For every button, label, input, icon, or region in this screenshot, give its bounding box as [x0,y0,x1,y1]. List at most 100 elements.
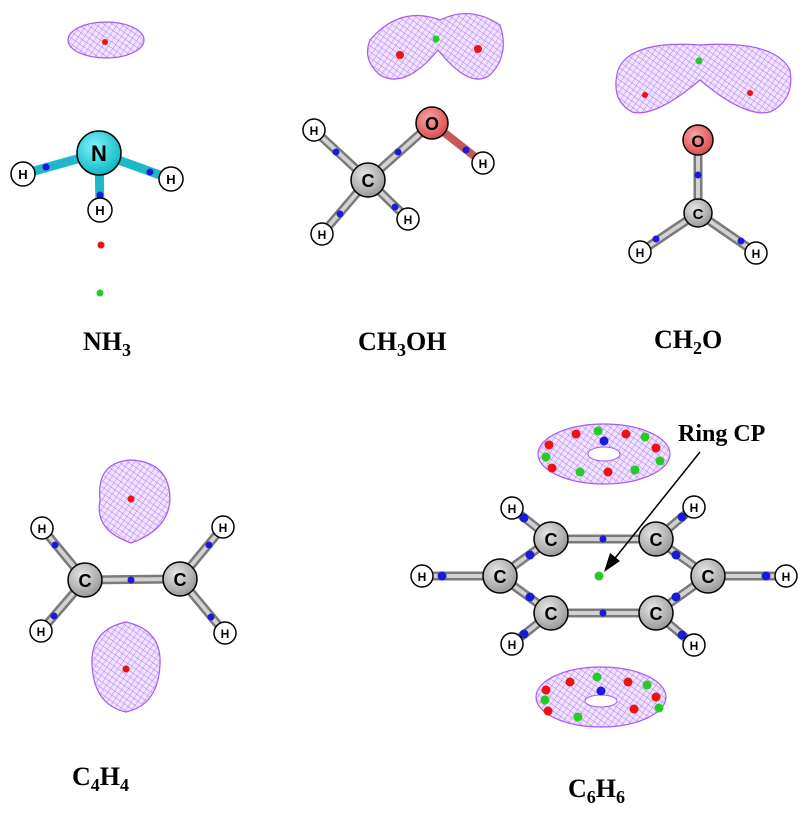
c4h4-atom-h-label: H [37,625,46,639]
nh3-atom-h-label: H [18,167,27,182]
ch3oh-atom-h [302,118,326,142]
c6h6-atom-c [638,595,674,631]
c6h6-cp-green [642,680,652,690]
nh3-atom-h-label: H [166,172,175,187]
c6h6-cp-green [592,672,602,682]
c6h6-cp-green [593,426,603,436]
c6h6-atom-c-label: C [545,604,558,624]
ch2o-atom-h [628,240,652,264]
c6h6-bond-cp [599,535,607,543]
ring-cp-arrow [611,451,701,563]
c4h4-atom-h [213,621,237,645]
ch3oh-lone-pair-basin [367,12,504,80]
c6h6-atom-h [500,496,524,520]
c4h4-atom-h [30,516,54,540]
c6h6-bond-cp [525,592,535,602]
c6h6-atom-h [410,564,434,588]
ch2o-formula: CH2O [654,325,722,358]
c6h6-cp-red [541,685,551,695]
ch2o-bond-cp [737,237,745,245]
c6h6-cp-red [544,440,554,450]
c6h6-atom-c [690,558,726,594]
c6h6-molecule: H H H H H H C C C C C C [410,421,798,807]
ch3oh-bond-cp [332,148,340,156]
c6h6-cp-green [541,452,551,462]
ch3oh-atom-c-label: C [362,171,375,191]
nh3-bond-cp [146,168,154,176]
c6h6-atom-h-label: H [508,502,517,516]
c6h6-bond-cp [671,550,681,560]
nh3-formula: NH3 [83,327,131,360]
c6h6-bond-cp [677,630,687,640]
c4h4-formula: C4H4 [72,762,129,795]
ch3oh-bond-cp [394,148,402,156]
nh3-cp-red [97,241,105,249]
c6h6-atom-h [682,633,706,657]
ch3oh-atom-h-label: H [310,124,319,138]
c4h4-atom-h-label: H [221,627,230,641]
nh3-atom-h-label: H [95,203,104,218]
ch3oh-cp-red [474,45,482,53]
ch3oh-atom-h-label: H [404,213,413,227]
c6h6-bond-cp [677,512,687,522]
ch3oh-cp-red [396,51,404,59]
nh3-cp-green [96,289,104,297]
c4h4-atom-c [162,561,198,597]
c6h6-cp-red [623,677,633,687]
c6h6-atom-h [682,495,706,519]
ch3oh-atom-h [310,222,334,246]
c6h6-basin-bottom-hole [584,694,618,708]
ch2o-atom-h-label: H [752,247,761,261]
c6h6-atom-h-label: H [782,570,791,584]
nh3-bond-cp [42,163,50,171]
c6h6-atom-c-label: C [545,530,558,550]
c6h6-atom-c [533,521,569,557]
ch2o-bond-cp [652,235,660,243]
ch3oh-atom-o-label: O [425,114,439,134]
nh3-atom-h [87,197,113,223]
c6h6-cp-red [571,429,581,439]
nh3-lone-pair-cp [102,39,108,45]
ch2o-atom-h-label: H [636,246,645,260]
ch3oh-atom-h [396,207,420,231]
c6h6-cp-red [543,706,553,716]
c6h6-cp-green [575,467,585,477]
ch3oh-atom-h [471,151,495,175]
ch3oh-atom-c [350,162,386,198]
nh3-atom-n-label: N [91,141,107,166]
c4h4-bond-cp [207,613,215,621]
c6h6-atom-c-label: C [702,567,715,587]
c4h4-atom-c-label: C [174,570,187,590]
ring-cp-arrowhead [604,553,620,572]
c6h6-atom-h-label: H [690,639,699,653]
ch2o-atom-o [682,124,714,156]
ch2o-lone-pair-basin [615,43,792,114]
c6h6-cp-green [630,465,640,475]
ch2o-cp-green [695,57,703,65]
c4h4-bond-cp [127,576,135,584]
ch3oh-cp-green [432,35,440,43]
c6h6-cp-red [651,692,661,702]
c6h6-cp-blue [599,436,609,446]
c4h4-atom-h-label: H [38,522,47,536]
c6h6-bond-cp [761,571,771,581]
c6h6-atom-h-label: H [508,638,517,652]
c6h6-bond-cp [599,609,607,617]
c6h6-cp-green [655,456,665,466]
c6h6-atom-h-label: H [418,570,427,584]
nh3-atom-h [158,166,184,192]
c6h6-atom-h [500,632,524,656]
c6h6-bond-cp [437,571,447,581]
ch3oh-bond-cp [391,203,399,211]
c6h6-atom-h [774,564,798,588]
c4h4-bond-cp [50,612,58,620]
ch3oh-atom-o [415,106,449,140]
ch2o-molecule: H H C O CH2O [615,43,792,358]
c4h4-bond-cp [51,541,59,549]
c4h4-atom-h [29,619,53,643]
nh3-molecule: H H H N NH3 [10,21,184,360]
c6h6-atom-c [482,558,518,594]
c6h6-bond-cp [671,592,681,602]
ch3oh-atom-h-label: H [318,228,327,242]
